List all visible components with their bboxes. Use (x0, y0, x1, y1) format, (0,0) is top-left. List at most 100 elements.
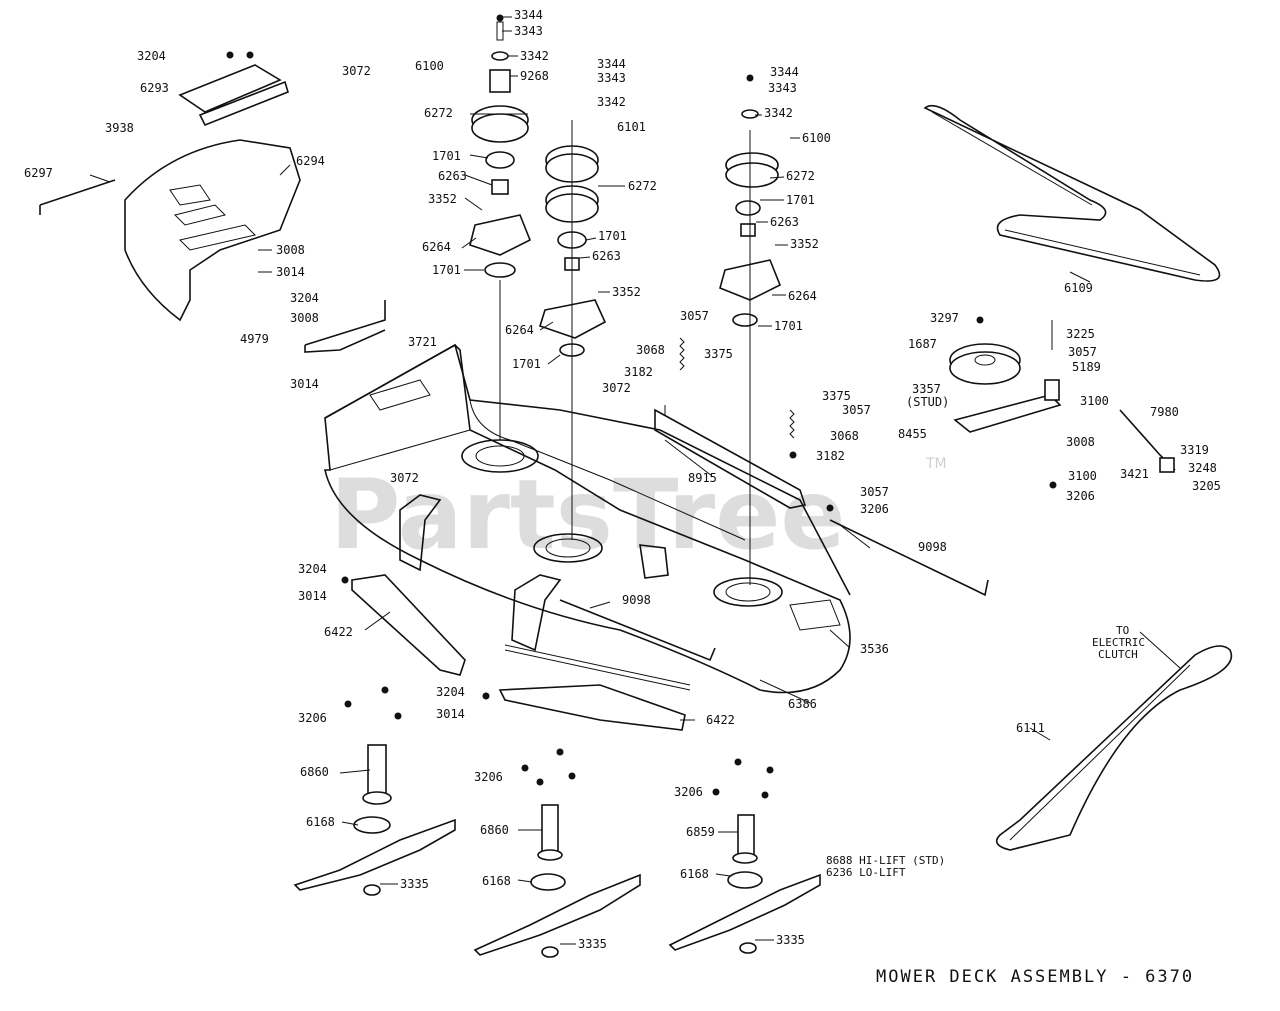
spring-3375 (679, 337, 685, 371)
callout-1687: 1687 (908, 337, 937, 351)
callout-6293: 6293 (140, 81, 169, 95)
callout-3100: 3100 (1068, 469, 1097, 483)
idler-assembly (949, 320, 1176, 473)
center-spindle-stack (539, 120, 607, 540)
blade-6422-right (498, 684, 686, 731)
callout-3068: 3068 (830, 429, 859, 443)
callout-3014: 3014 (298, 589, 327, 603)
callout-3536: 3536 (860, 642, 889, 656)
watermark-trademark: TM (925, 456, 947, 472)
callout-3182: 3182 (624, 365, 653, 379)
belt-6109 (923, 104, 1221, 282)
electric-clutch-note-line3: CLUTCH (1098, 648, 1138, 661)
callout-9098: 9098 (622, 593, 651, 607)
blade-right (668, 873, 821, 951)
callout-3357: 3357 (912, 382, 941, 396)
callout-6297: 6297 (24, 166, 53, 180)
callout-1701: 1701 (774, 319, 803, 333)
callout-3206: 3206 (298, 711, 327, 725)
callout-3072: 3072 (342, 64, 371, 78)
callout-6100: 6100 (802, 131, 831, 145)
callout-1701: 1701 (432, 263, 461, 277)
callout-6264: 6264 (788, 289, 817, 303)
callout-3204: 3204 (137, 49, 166, 63)
callout-6422: 6422 (324, 625, 353, 639)
callout-3057: 3057 (680, 309, 709, 323)
rod-9098-left (559, 599, 716, 662)
callout-6168: 6168 (306, 815, 335, 829)
callout-3335: 3335 (400, 877, 429, 891)
callout-3068: 3068 (636, 343, 665, 357)
callout-3343: 3343 (597, 71, 626, 85)
callout-6272: 6272 (786, 169, 815, 183)
right-spindle-stack (719, 74, 782, 585)
callout-1701: 1701 (512, 357, 541, 371)
callout-3206: 3206 (1066, 489, 1095, 503)
bar-8915 (654, 408, 807, 509)
callout-3352: 3352 (790, 237, 819, 251)
callout-6263: 6263 (592, 249, 621, 263)
callout-stud: (STUD) (906, 395, 949, 409)
mower-deck-housing (324, 343, 851, 694)
callout-6422: 6422 (706, 713, 735, 727)
callout-1701: 1701 (598, 229, 627, 243)
callout-3343: 3343 (768, 81, 797, 95)
bracket-6293 (178, 64, 289, 127)
diagram-title: MOWER DECK ASSEMBLY - 6370 (876, 967, 1194, 987)
callout-3008: 3008 (1066, 435, 1095, 449)
callout-3344: 3344 (597, 57, 626, 71)
callout-3204: 3204 (290, 291, 319, 305)
callout-3344: 3344 (514, 8, 543, 22)
callout-6272: 6272 (424, 106, 453, 120)
callout-6860: 6860 (480, 823, 509, 837)
spring-3375-b (789, 409, 795, 439)
callout-3206: 3206 (860, 502, 889, 516)
callout-3335: 3335 (578, 937, 607, 951)
callout-3206: 3206 (474, 770, 503, 784)
belt-6111 (995, 645, 1233, 851)
callout-6109: 6109 (1064, 281, 1093, 295)
callout-3100: 3100 (1080, 394, 1109, 408)
belt-cover (124, 139, 301, 322)
blade-6422-left (351, 574, 466, 676)
callout-6860: 6860 (300, 765, 329, 779)
callout-3014: 3014 (276, 265, 305, 279)
callout-6294: 6294 (296, 154, 325, 168)
callout-9098: 9098 (918, 540, 947, 554)
callout-3335: 3335 (776, 933, 805, 947)
callout-1701: 1701 (432, 149, 461, 163)
callout-3057: 3057 (860, 485, 889, 499)
callout-3297: 3297 (930, 311, 959, 325)
callout-6386: 6386 (788, 697, 817, 711)
callout-6236-lo-lift: 6236 LO-LIFT (826, 866, 906, 879)
callout-6101: 6101 (617, 120, 646, 134)
callout-3938: 3938 (105, 121, 134, 135)
callout-3342: 3342 (597, 95, 626, 109)
callout-6859: 6859 (686, 825, 715, 839)
callout-3014: 3014 (436, 707, 465, 721)
callout-6111: 6111 (1016, 721, 1045, 735)
callout-4979: 4979 (240, 332, 269, 346)
callout-5189: 5189 (1072, 360, 1101, 374)
callout-3342: 3342 (520, 49, 549, 63)
callout-6264: 6264 (422, 240, 451, 254)
callout-3072: 3072 (602, 381, 631, 395)
blade-left (293, 818, 456, 891)
callout-3014: 3014 (290, 377, 319, 391)
rod-6297 (39, 179, 116, 215)
rod-9098-right (829, 519, 989, 597)
callout-3205: 3205 (1192, 479, 1221, 493)
callout-3248: 3248 (1188, 461, 1217, 475)
callout-3206: 3206 (674, 785, 703, 799)
callout-6263: 6263 (438, 169, 467, 183)
callout-6263: 6263 (770, 215, 799, 229)
blade-center (473, 873, 641, 956)
callout-3343: 3343 (514, 24, 543, 38)
callout-3319: 3319 (1180, 443, 1209, 457)
electric-clutch-note-line2: ELECTRIC (1092, 636, 1145, 649)
callout-6168: 6168 (482, 874, 511, 888)
callout-3204: 3204 (298, 562, 327, 576)
leader-lines (89, 16, 1181, 945)
blade-spindles (353, 744, 763, 958)
